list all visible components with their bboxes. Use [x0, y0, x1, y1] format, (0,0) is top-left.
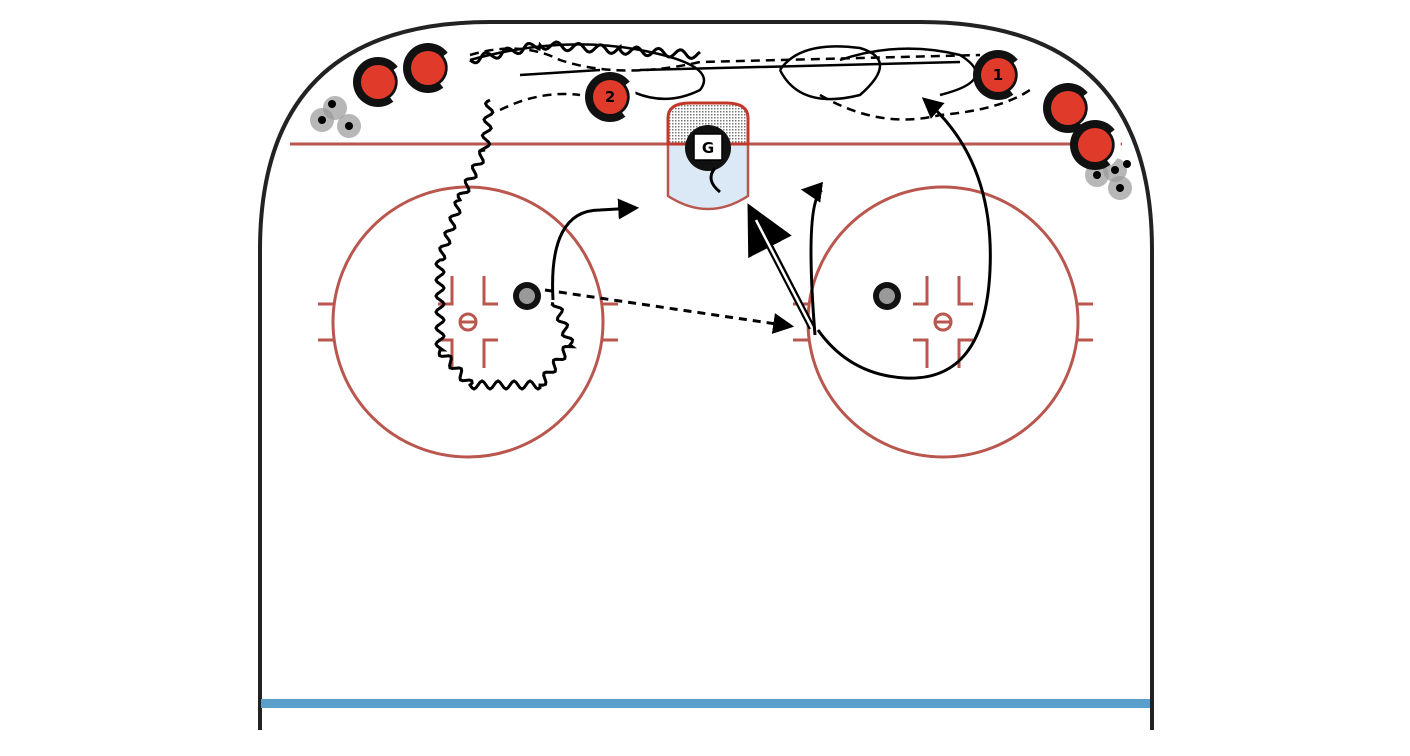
skate-path-left — [551, 198, 640, 301]
pass-path — [544, 288, 795, 334]
player-marker-2 — [403, 43, 454, 93]
player-1: 1 — [973, 50, 1024, 100]
player-marker-1 — [353, 57, 404, 107]
player-label: 2 — [605, 88, 615, 106]
player-marker-6 — [1070, 120, 1121, 170]
player-2: 2 — [585, 72, 636, 122]
rink-boards — [258, 20, 1154, 730]
player-marker-5 — [1043, 83, 1094, 133]
skating-with-puck-path — [434, 98, 578, 391]
faceoff-circle-left — [318, 185, 618, 459]
goalie-label: G — [702, 139, 714, 157]
puck-pile-right — [1085, 158, 1132, 200]
puck-pile-left — [310, 96, 361, 138]
goal-net — [666, 101, 750, 146]
player-label: 1 — [993, 66, 1003, 84]
skate-path-right — [800, 181, 824, 336]
dashed-loops — [469, 47, 1031, 121]
skate-path-right-loop — [816, 97, 992, 380]
blue-line — [261, 699, 1150, 708]
top-loops — [469, 43, 978, 101]
faceoff-circle-right — [793, 185, 1093, 459]
goalie: G — [685, 125, 731, 194]
goal-crease — [666, 142, 750, 211]
